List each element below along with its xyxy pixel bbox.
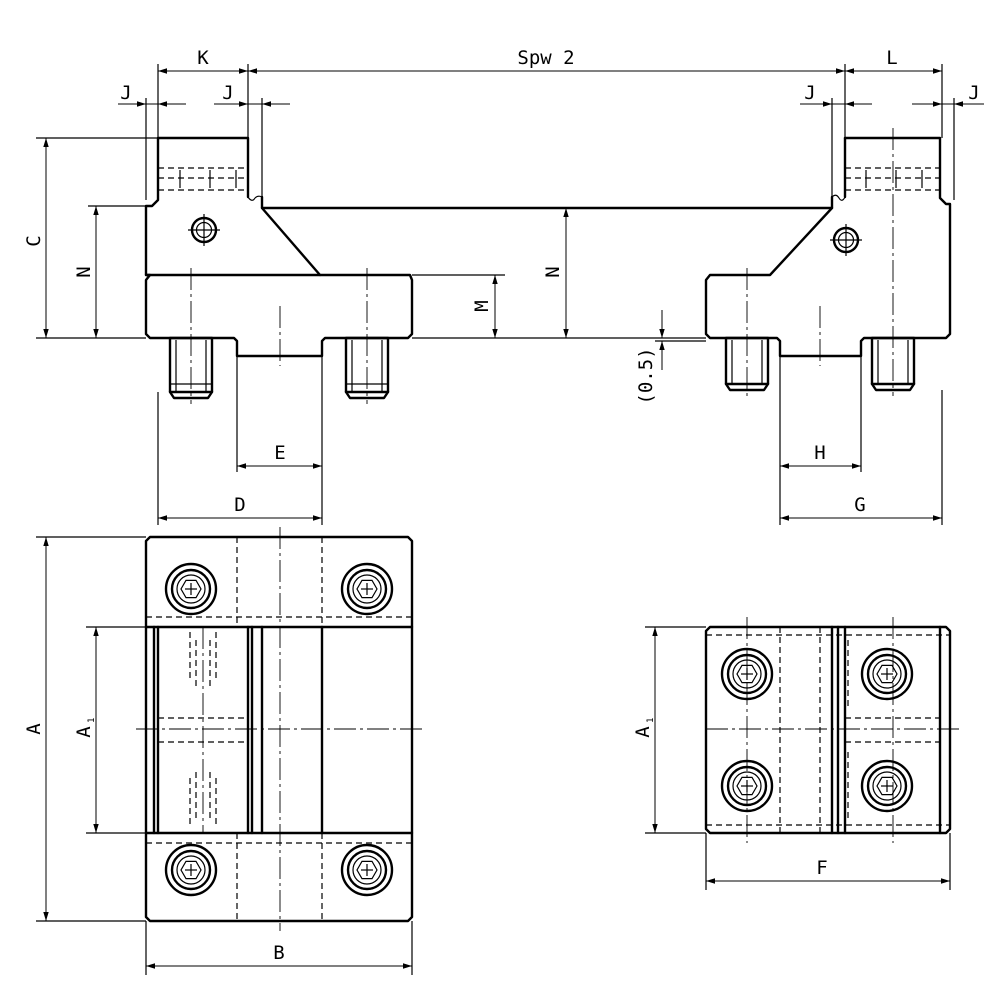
dim-label-j: J <box>120 82 131 104</box>
bolt-head-icon <box>340 843 394 897</box>
right-plan-view <box>645 617 960 890</box>
svg-text:1: 1 <box>87 718 97 723</box>
dim-label-j: J <box>968 82 979 104</box>
svg-text:1: 1 <box>646 718 656 723</box>
dim-label-a1: A 1 <box>73 718 97 738</box>
dim-label-j: J <box>804 82 815 104</box>
dim-label-spw2: Spw 2 <box>517 47 574 69</box>
dim-label-k: K <box>197 47 209 69</box>
dim-label-n: N <box>542 266 564 277</box>
dim-label-a1: A 1 <box>632 718 656 738</box>
dim-label-n: N <box>73 266 95 277</box>
left-plan-view <box>36 527 422 975</box>
svg-text:A: A <box>73 726 95 738</box>
bolt-head-icon <box>164 562 218 616</box>
bolt-head-icon <box>860 759 914 813</box>
bolt-head-icon <box>340 562 394 616</box>
dim-label-j: J <box>222 82 233 104</box>
bolt-head-icon <box>164 843 218 897</box>
right-block-side-view <box>704 64 955 525</box>
dimension-labels: K Spw 2 L J J J J C N M N (0.5) E H D G … <box>23 47 980 964</box>
dim-label-b: B <box>273 942 284 964</box>
svg-text:A: A <box>632 726 654 738</box>
dim-label-e: E <box>274 442 285 464</box>
dim-label-l: L <box>886 47 897 69</box>
dim-label-c: C <box>23 235 45 246</box>
dim-label-half-mm: (0.5) <box>635 347 657 404</box>
dim-label-d: D <box>234 494 245 516</box>
dim-label-h: H <box>814 442 825 464</box>
bolt-head-icon <box>860 647 914 701</box>
dim-label-m: M <box>471 300 493 311</box>
dimension-lines <box>43 68 984 969</box>
left-block-side-view <box>144 64 414 525</box>
dim-label-a: A <box>23 723 45 735</box>
extension-lines <box>36 137 706 342</box>
dim-label-f: F <box>816 857 827 879</box>
dim-label-g: G <box>854 494 865 516</box>
